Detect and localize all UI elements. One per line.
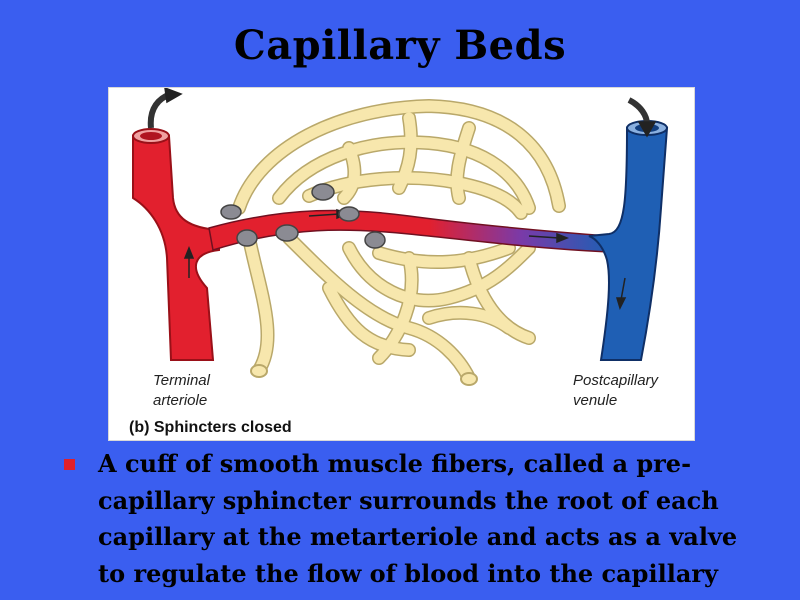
bullet-square-icon	[64, 459, 75, 470]
postcapillary-venule-label: Postcapillary venule	[573, 372, 659, 409]
metarteriole	[208, 209, 610, 253]
capillary-network	[232, 99, 566, 386]
terminal-arteriole-label: Terminal arteriole	[153, 372, 210, 409]
precapillary-sphincters	[220, 183, 386, 249]
figure-caption: (b) Sphincters closed	[129, 419, 292, 436]
capillary-bed-figure: Terminal arteriole Postcapillary venule …	[108, 87, 695, 441]
capillary-bed-diagram	[132, 88, 669, 386]
postcapillary-venule	[588, 120, 669, 361]
terminal-arteriole	[132, 128, 220, 361]
slide-title: Capillary Beds	[233, 22, 567, 69]
bullet-text: A cuff of smooth muscle fibers, called a…	[98, 449, 738, 588]
